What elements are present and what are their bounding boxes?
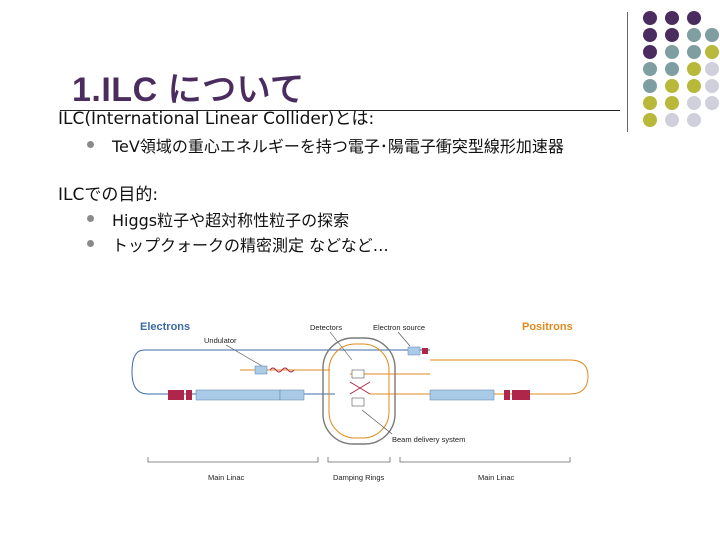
label-damping-rings: Damping Rings (333, 473, 385, 482)
bullet-ilc-description: TeV領域の重心エネルギーを持つ電子･陽電子衝突型線形加速器 (112, 137, 564, 156)
label-electron-source: Electron source (373, 323, 425, 332)
label-electrons: Electrons (140, 321, 190, 333)
label-main-linac-right: Main Linac (478, 473, 515, 482)
bullet-dot (87, 240, 94, 247)
heading-ilc-purpose: ILCでの目的: (58, 185, 159, 205)
label-beam-delivery: Beam delivery system (392, 435, 465, 444)
label-undulator: Undulator (204, 336, 237, 345)
title-underline (60, 110, 620, 111)
label-main-linac-left: Main Linac (208, 473, 245, 482)
ilc-schematic-diagram: Electrons Positrons Undulator Detectors … (131, 321, 589, 482)
bullet-dot (87, 215, 94, 222)
bullet-higgs-search: Higgs粒子や超対称性粒子の探索 (112, 211, 350, 230)
label-detectors: Detectors (310, 323, 342, 332)
bullet-dot (87, 141, 94, 148)
slide-title: 1.ILC について (72, 71, 305, 109)
title-vertical-rule (627, 12, 628, 132)
label-positrons: Positrons (522, 321, 573, 333)
decorative-dot-grid (643, 11, 719, 127)
bullet-top-quark: トップクォークの精密測定 などなど… (112, 236, 389, 255)
heading-ilc-definition: ILC(International Linear Collider)とは: (58, 109, 375, 129)
